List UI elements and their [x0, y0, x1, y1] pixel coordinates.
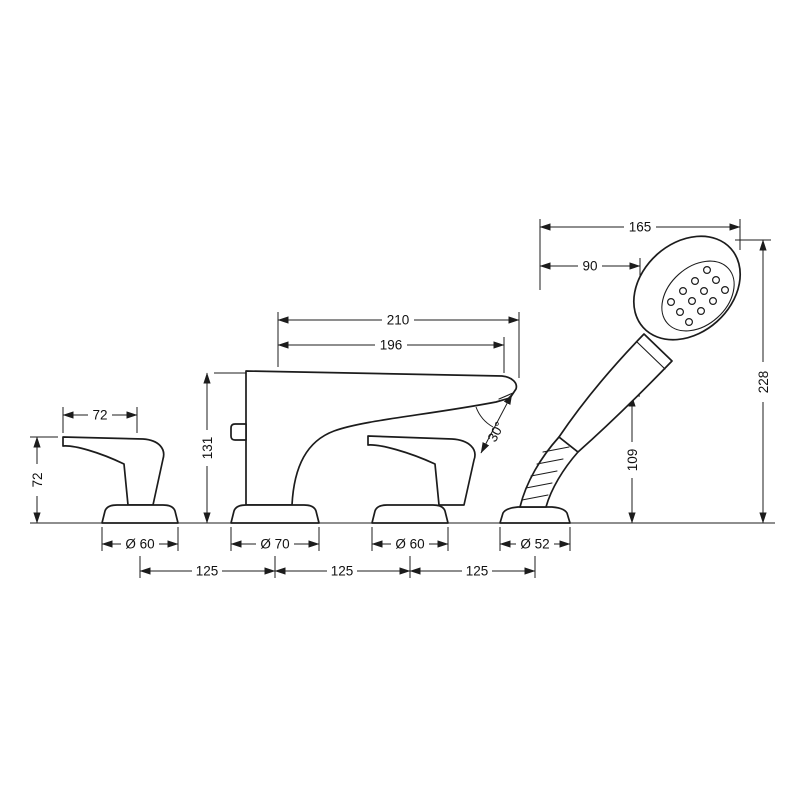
angle-leader-line: [480, 393, 513, 454]
dim-label-72-length: 72: [92, 408, 107, 423]
dim-label-228: 228: [756, 371, 771, 394]
shower-handle: [558, 333, 673, 453]
dim-label-dia52: Ø 52: [520, 537, 549, 552]
shower-handle-joint-line: [636, 341, 666, 370]
shower-head: [632, 235, 742, 341]
dim-label-196: 196: [380, 338, 403, 353]
spout-body: [245, 370, 518, 506]
right-handle-lever: [367, 435, 476, 506]
shower-holder-base: [499, 506, 571, 524]
dim-label-dia60-left: Ø 60: [125, 537, 154, 552]
left-handle-base: [101, 504, 179, 524]
dim-label-165: 165: [629, 220, 652, 235]
dim-label-dia60-right: Ø 60: [395, 537, 424, 552]
label-gaps: [29, 219, 771, 579]
shower-head-face: [661, 260, 735, 332]
left-handle: [62, 436, 179, 524]
dim-label-210: 210: [387, 313, 410, 328]
dim-label-90: 90: [582, 259, 597, 274]
dim-label-125-2: 125: [331, 564, 354, 579]
spout-base: [230, 504, 320, 524]
hose-cone-hatching: [521, 446, 570, 501]
spout-diverter-knob: [230, 423, 247, 441]
left-handle-lever: [62, 436, 165, 506]
dim-label-125-3: 125: [466, 564, 489, 579]
dim-label-dia70: Ø 70: [260, 537, 289, 552]
angle-arc: [475, 406, 494, 428]
right-handle: [367, 435, 476, 524]
spout: [230, 370, 518, 524]
dimension-labels: 165 90 210 196 228 131 109 72 72 30° Ø 6…: [30, 220, 771, 579]
shower-nozzle-dots: [666, 266, 729, 327]
fixture-outlines: [62, 235, 742, 524]
dim-label-109: 109: [625, 449, 640, 472]
right-handle-base: [371, 504, 449, 524]
dim-label-125-1: 125: [196, 564, 219, 579]
hand-shower: [499, 235, 742, 524]
angle-annotation: [475, 393, 513, 454]
dim-label-131: 131: [200, 437, 215, 460]
dim-label-72-height: 72: [30, 472, 45, 487]
